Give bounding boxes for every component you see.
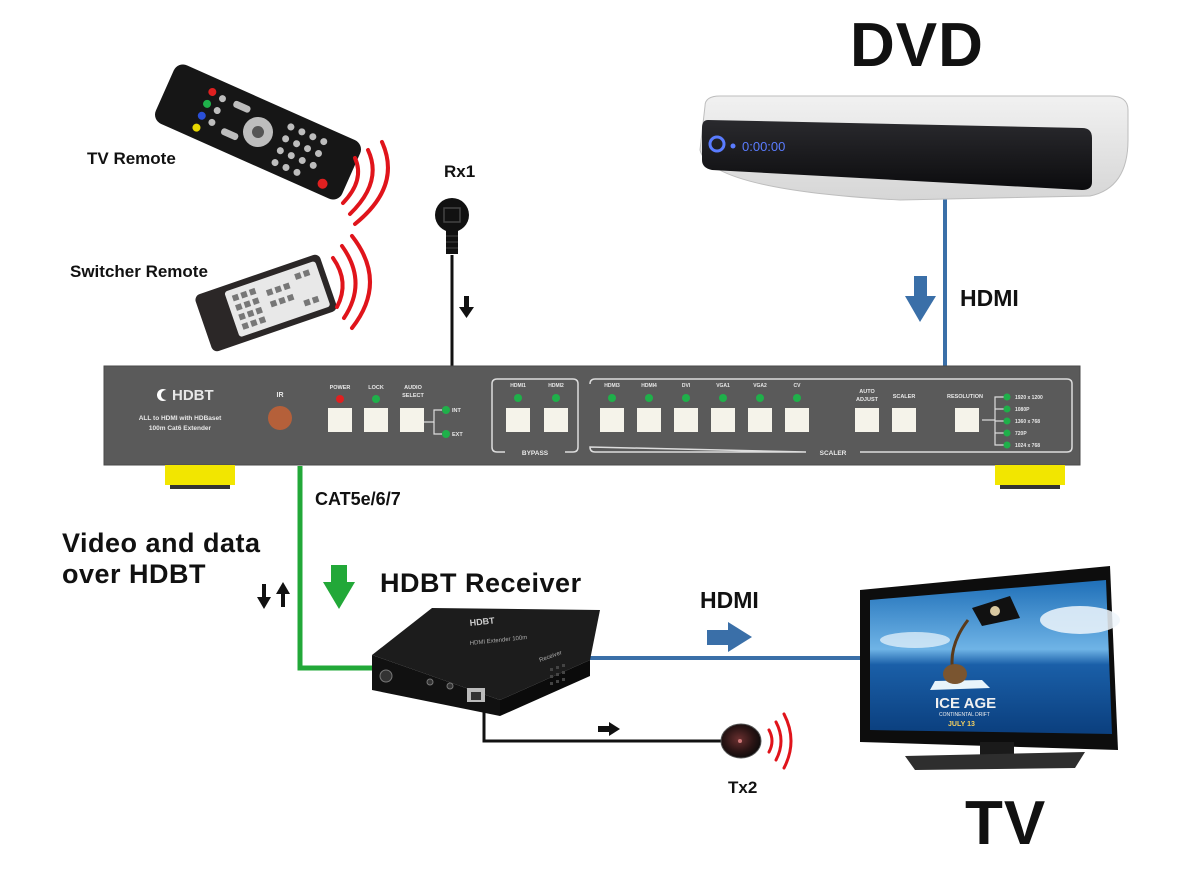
input-label-hdmi2: HDMI2 [548,383,564,389]
input-label-hdmi4: HDMI4 [641,383,657,389]
switcher-desc-2: 100m Cat6 Extender [149,425,212,432]
audio-ext-label: EXT [452,432,463,438]
audio-label-2: SELECT [402,393,424,399]
tv-screen-date: JULY 13 [948,721,975,728]
tv-remote-icon [155,64,361,200]
hdmi1-button[interactable] [506,408,530,432]
ir-window-icon [268,406,292,430]
auto-adjust-label-2: ADJUST [856,397,879,403]
scaler-group-label: SCALER [820,450,847,457]
switcher-remote-icon [195,254,337,352]
resolution-option-5: 1024 x 768 [1015,443,1040,449]
audio-label-1: AUDIO [404,385,422,391]
power-label: POWER [330,385,351,391]
vga2-button[interactable] [748,408,772,432]
scaler-button[interactable] [892,408,916,432]
input-label-dvi: DVI [682,383,691,389]
receiver-model: HDMI Extender 100m [470,635,528,647]
rx1-label: Rx1 [444,162,476,181]
video-data-label-line1: Video and data [62,528,261,558]
lock-button[interactable] [364,408,388,432]
power-led [336,395,344,403]
auto-adjust-label-1: AUTO [859,389,875,395]
hdbt-bidirectional-arrows [257,582,290,609]
input-label-vga2: VGA2 [753,383,767,389]
bypass-group-label: BYPASS [522,450,549,457]
hdbt-receiver-device: HDBT HDMI Extender 100m Receiver [372,608,600,716]
switcher-desc-1: ALL to HDMI with HDBaset [139,415,222,422]
tx2-ir-emitter-icon [720,723,762,759]
lock-label: LOCK [368,385,384,391]
cable-type-label: CAT5e/6/7 [315,489,401,509]
rx1-down-arrow [459,296,474,318]
switcher-remote-ir-waves-icon [331,234,372,330]
tv-screen-subtitle: CONTINENTAL DRIFT [939,712,990,718]
input-label-hdmi1: HDMI1 [510,383,526,389]
left-foot [165,465,235,485]
cat-cable [297,466,380,671]
dvd-hdmi-label: HDMI [960,285,1019,311]
ir-label: IR [277,392,284,399]
tv-screen-title: ICE AGE [935,695,996,712]
tv-remote-ir-waves-icon [341,140,390,226]
input-label-hdmi3: HDMI3 [604,383,620,389]
audio-select-button[interactable] [400,408,424,432]
tv-hdmi-right-arrow [707,622,752,652]
cat-green-down-arrow [323,565,355,609]
audio-int-label: INT [452,408,462,414]
tx2-ir-waves-icon [767,712,793,770]
scaler-group-frame [589,378,1073,453]
input-label-cv: CV [794,383,802,389]
switcher-remote-label: Switcher Remote [70,262,208,281]
dvd-hdmi-down-arrow [905,276,936,322]
hdmi3-button[interactable] [600,408,624,432]
tx2-label: Tx2 [728,778,758,797]
tv-icon: ICE AGE CONTINENTAL DRIFT JULY 13 [860,566,1120,770]
tx2-ir-cable [482,708,722,743]
dvd-title: DVD [850,11,984,80]
right-foot [995,465,1065,485]
resolution-label: RESOLUTION [947,394,983,400]
resolution-option-1: 1920 x 1200 [1015,395,1043,401]
resolution-option-3: 1360 x 768 [1015,419,1040,425]
tv-title: TV [965,789,1047,858]
auto-adjust-button[interactable] [855,408,879,432]
tv-remote-label: TV Remote [87,149,176,168]
receiver-logo: HDBT [469,615,495,628]
vga1-button[interactable] [711,408,735,432]
cv-button[interactable] [785,408,809,432]
hdmi2-button[interactable] [544,408,568,432]
input-label-vga1: VGA1 [716,383,730,389]
rx1-ir-receiver-icon [435,198,469,254]
tv-hdmi-label: HDMI [700,587,759,613]
switcher-logo: HDBT [172,387,214,404]
hdbt-receiver-label: HDBT Receiver [380,568,582,598]
video-data-label-line2: over HDBT [62,559,207,589]
bypass-group-frame [491,378,579,453]
dvd-player-icon: 0:00:00 [699,95,1129,201]
hdbt-switcher-device: HDBT ALL to HDMI with HDBaset 100m Cat6 … [103,365,1081,489]
hdmi4-button[interactable] [637,408,661,432]
resolution-button[interactable] [955,408,979,432]
int-led [442,406,450,414]
lock-led [372,395,380,403]
dvd-display-readout: 0:00:00 [742,139,785,154]
power-button[interactable] [328,408,352,432]
scaler-button-label: SCALER [893,394,916,400]
resolution-option-2: 1080P [1015,407,1030,413]
tx2-right-arrow [598,722,620,736]
dvi-button[interactable] [674,408,698,432]
resolution-option-4: 720P [1015,431,1027,437]
receiver-power-jack [379,669,393,683]
ext-led [442,430,450,438]
